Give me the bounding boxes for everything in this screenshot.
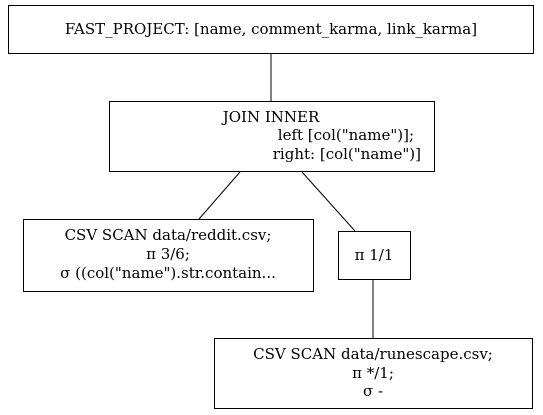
pi-node: π 1/1: [338, 231, 411, 280]
project-node: FAST_PROJECT: [name, comment_karma, link…: [8, 5, 534, 54]
edge-join-reddit-scan: [198, 171, 241, 220]
reddit-scan-projection: π 3/6;: [146, 245, 190, 263]
join-node-right-keys: right: [col("name")]: [273, 145, 421, 163]
runescape-scan-path: CSV SCAN data/runescape.csv;: [253, 345, 493, 363]
runescape-scan-node: CSV SCAN data/runescape.csv; π */1; σ -: [214, 338, 533, 409]
pi-node-label: π 1/1: [355, 246, 394, 264]
runescape-scan-projection: π */1;: [352, 364, 394, 382]
reddit-scan-selection: σ ((col("name").str.contain...: [60, 264, 276, 282]
join-node-title: JOIN INNER: [221, 108, 320, 126]
runescape-scan-selection: σ -: [363, 382, 383, 400]
join-node-left-keys: left [col("name")];: [278, 126, 414, 144]
join-node: JOIN INNER left [col("name")]; right: [c…: [109, 101, 435, 172]
reddit-scan-path: CSV SCAN data/reddit.csv;: [65, 226, 272, 244]
project-node-label: FAST_PROJECT: [name, comment_karma, link…: [65, 20, 477, 38]
edge-join-pi: [301, 171, 356, 232]
reddit-scan-node: CSV SCAN data/reddit.csv; π 3/6; σ ((col…: [23, 219, 314, 292]
